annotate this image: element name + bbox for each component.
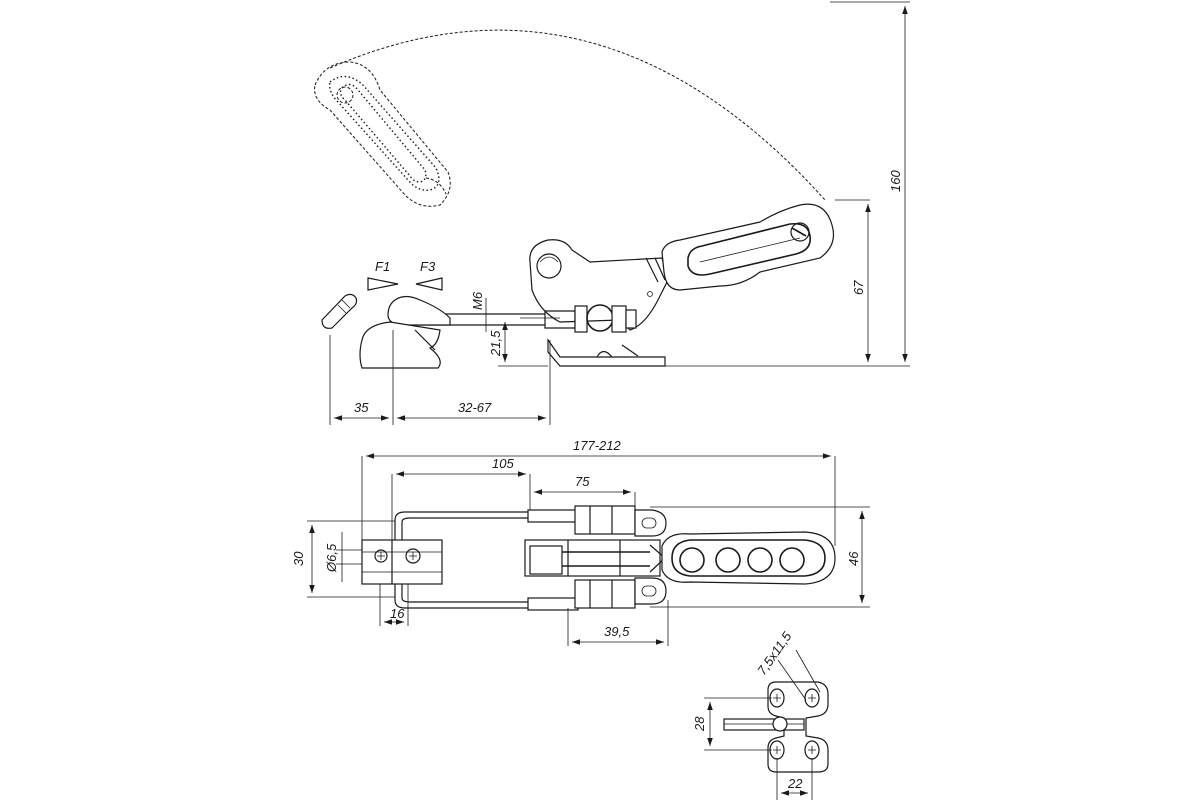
dim-75: 75	[575, 474, 590, 489]
force-f3-symbol	[415, 277, 443, 291]
force-f1-label: F1	[375, 259, 390, 274]
dim-22: 22	[787, 776, 803, 791]
dim-30: 30	[291, 551, 306, 566]
dim-35: 35	[354, 400, 369, 415]
dim-21-5: 21,5	[488, 330, 503, 357]
base-plate	[547, 338, 666, 367]
bolt	[321, 293, 358, 329]
force-f1-symbol	[367, 277, 399, 291]
handle-grip	[661, 203, 835, 291]
dim-32-67: 32-67	[458, 400, 492, 415]
dim-hole-6-5: Ø6,5	[324, 543, 339, 573]
dim-m6: M6	[470, 291, 485, 310]
latch-hook	[359, 295, 451, 369]
pivot-nuts-top	[574, 505, 636, 535]
dim-28: 28	[692, 716, 707, 732]
dim-16: 16	[390, 606, 405, 621]
pivot-nuts-bottom	[574, 579, 636, 609]
dim-177-212: 177-212	[573, 438, 621, 453]
dim-39-5: 39,5	[604, 624, 630, 639]
dim-160: 160	[888, 170, 903, 192]
pivot-pin	[536, 253, 562, 279]
dim-105: 105	[492, 456, 514, 471]
clamp-arm	[529, 239, 669, 331]
dim-46: 46	[846, 551, 861, 566]
mount-ear-bottom	[634, 577, 667, 605]
base-detail: 7,5x11,5 28 22	[692, 628, 829, 800]
handle-swing-arc	[329, 29, 826, 201]
mount-ear-top	[634, 509, 667, 537]
dim-slot-7-5x11-5: 7,5x11,5	[754, 628, 795, 677]
hook-block	[361, 539, 443, 585]
force-f3-label: F3	[420, 259, 436, 274]
side-view: F1 F3 160 67 M6 21,5 35 32-67	[314, 1, 910, 425]
top-view: 177-212 105 75 30 Ø6,5 16 39,5 46	[291, 438, 870, 646]
dim-67: 67	[851, 280, 866, 295]
open-handle-ghost	[314, 61, 451, 207]
